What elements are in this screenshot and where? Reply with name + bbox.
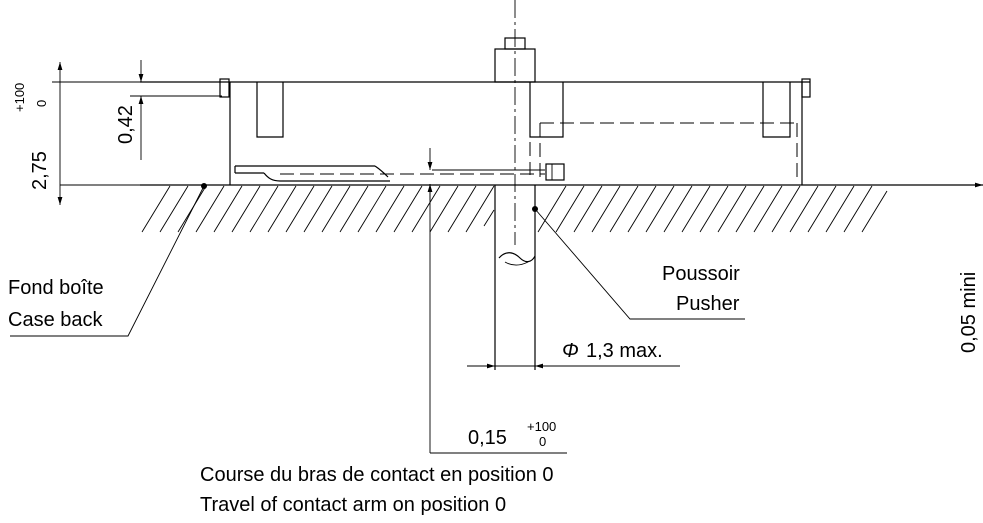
dimension-diameter: Φ 1,3 max. — [467, 340, 680, 369]
travel-tolerance-upper: +100 — [527, 419, 556, 434]
offset-value: 0,42 — [115, 105, 137, 144]
diameter-value: 1,3 max. — [586, 340, 663, 362]
dimension-travel: 0,15 +100 0 — [427, 148, 567, 454]
dimension-offset: 0,42 — [115, 60, 222, 160]
travel-label-fr: Course du bras de contact en position 0 — [200, 464, 554, 486]
case-back-label-en: Case back — [8, 309, 103, 331]
height-tolerance-upper: +100 — [12, 83, 27, 112]
case-back-hatching — [141, 185, 888, 233]
pusher-label-en: Pusher — [676, 293, 740, 315]
side-value: 0,05 mini — [958, 272, 980, 353]
dimension-side: 0,05 mini — [958, 182, 983, 353]
case-back-callout: Fond boîte Case back — [8, 183, 207, 337]
contact-arm — [234, 163, 565, 182]
diameter-symbol: Φ — [562, 340, 579, 362]
dimension-height: 2,75 +100 0 — [12, 61, 140, 205]
pusher-callout: Poussoir Pusher — [532, 206, 745, 320]
travel-value: 0,15 — [468, 427, 507, 449]
travel-tolerance-lower: 0 — [539, 434, 546, 449]
case-back-label-fr: Fond boîte — [8, 277, 104, 299]
travel-label-en: Travel of contact arm on position 0 — [200, 494, 506, 516]
pusher — [494, 185, 536, 370]
pusher-label-fr: Poussoir — [662, 263, 740, 285]
height-tolerance-lower: 0 — [34, 100, 49, 107]
height-value: 2,75 — [29, 151, 51, 190]
module-body — [140, 37, 811, 185]
